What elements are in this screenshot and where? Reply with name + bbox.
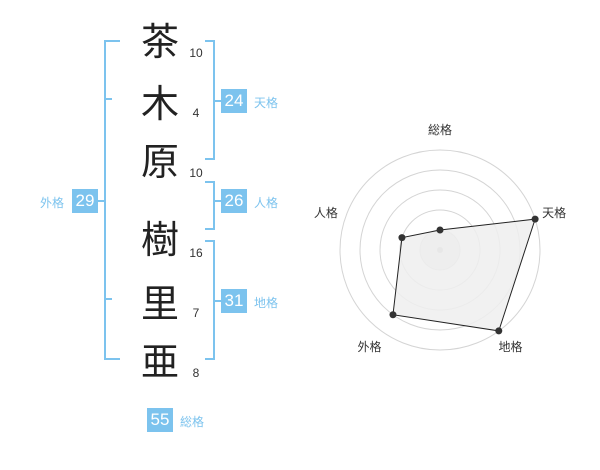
outer-bracket-tick-1 <box>104 98 112 100</box>
stroke-count-5: 7 <box>192 306 200 320</box>
tenkaku-bracket-top <box>205 40 215 42</box>
jinkaku-bracket-bottom <box>205 228 215 230</box>
radar-grid-ring <box>339 149 541 351</box>
tenkaku-connector <box>213 100 221 102</box>
radar-point-2 <box>531 215 539 223</box>
name-char-1: 茶 <box>140 20 179 64</box>
chikaku-label: 地格 <box>254 296 279 310</box>
chikaku-bracket-bottom <box>205 358 215 360</box>
tenkaku-label: 天格 <box>254 96 279 110</box>
tenkaku-bracket-bottom <box>205 158 215 160</box>
stroke-count-2: 4 <box>192 106 200 120</box>
radar-axis-label-5: 人格 <box>314 205 338 220</box>
name-char-4: 樹 <box>140 218 179 262</box>
stroke-count-3: 10 <box>189 166 203 180</box>
soukaku-badge: 55 <box>147 408 173 432</box>
jinkaku-badge: 26 <box>221 189 247 213</box>
radar-axis-label-4: 外格 <box>357 339 381 354</box>
chikaku-bracket-top <box>205 240 215 242</box>
outer-bracket-top <box>104 40 120 42</box>
stroke-count-4: 16 <box>189 246 203 260</box>
name-char-5: 里 <box>140 282 179 326</box>
radar-axis-label-2: 天格 <box>542 205 566 220</box>
soukaku-label: 総格 <box>180 415 205 429</box>
name-char-2: 木 <box>140 82 179 126</box>
chikaku-connector <box>213 300 221 302</box>
tenkaku-badge: 24 <box>221 89 247 113</box>
radar-point-3 <box>495 327 503 335</box>
outer-bracket-bottom <box>104 358 120 360</box>
gaikaku-badge: 29 <box>72 189 98 213</box>
jinkaku-bracket-vertical <box>213 181 215 230</box>
stroke-count-1: 10 <box>189 46 203 60</box>
gaikaku-label: 外格 <box>40 196 65 210</box>
jinkaku-label: 人格 <box>254 196 279 210</box>
radar-axis-label-3: 地格 <box>499 339 523 354</box>
name-char-6: 亜 <box>140 340 179 384</box>
outer-bracket-tick-2 <box>104 298 112 300</box>
radar-point-1 <box>436 226 444 234</box>
radar-point-4 <box>389 311 397 319</box>
outer-bracket-connector <box>98 200 106 202</box>
jinkaku-connector <box>213 200 221 202</box>
radar-axis-label-1: 総格 <box>428 122 452 137</box>
stroke-count-6: 8 <box>192 366 200 380</box>
radar-series-polygon <box>392 218 536 332</box>
name-char-3: 原 <box>140 140 179 184</box>
chikaku-badge: 31 <box>221 289 247 313</box>
radar-point-5 <box>398 234 406 242</box>
jinkaku-bracket-top <box>205 181 215 183</box>
